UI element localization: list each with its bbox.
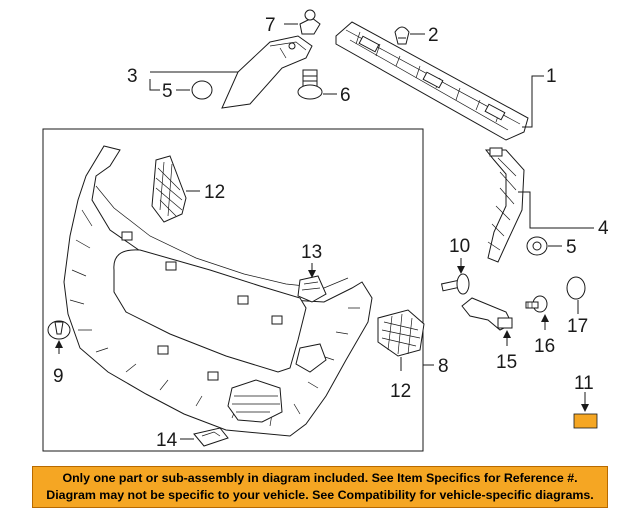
arrow-10 [457,266,465,274]
part-10-bolt [440,273,470,295]
part-4-side-trim-right [484,147,525,263]
callout-6: 6 [340,85,351,106]
callout-13: 13 [301,242,322,263]
callout-15: 15 [496,352,517,373]
part-12-grille-lower [377,309,425,357]
part-17-cap [566,276,586,300]
part-8-tailgate-trim-panel [63,145,373,437]
part-5-cap-upper [191,80,213,100]
callout-1: 1 [546,66,557,87]
assembly-8-outline-box [42,128,424,452]
notice-line-2: Diagram may not be specific to your vehi… [46,488,594,502]
part-2-clip [394,26,410,45]
parts-diagram: 1 2 3 4 5 5 6 7 8 9 10 11 12 12 13 14 15… [42,9,609,452]
arrow-13 [308,270,316,278]
part-11-highlight [573,413,598,429]
notice-banner: Only one part or sub-assembly in diagram… [32,466,608,508]
part-7-push-clip [299,9,321,35]
part-1-upper-trim [335,21,529,141]
part-5-grommet-lower [526,236,548,256]
callout-16: 16 [534,336,555,357]
notice-line-1: Only one part or sub-assembly in diagram… [62,471,578,485]
callout-14: 14 [156,430,178,451]
leader-line-4 [518,191,594,229]
callout-5-lower: 5 [566,237,577,258]
callout-11: 11 [574,373,594,394]
callout-5-upper: 5 [162,81,173,102]
part-6-bolt [297,69,323,100]
callout-3: 3 [127,66,138,87]
leader-line-3 [149,79,160,91]
part-15-handle [461,297,513,331]
callout-17: 17 [567,316,588,337]
arrow-11 [581,404,589,412]
arrow-15 [503,330,511,338]
callout-9: 9 [53,366,64,387]
part-16-screw [525,295,548,313]
leader-line-1 [522,75,544,128]
arrow-16 [541,314,549,322]
part-14-bracket [193,427,229,447]
arrow-9 [55,340,63,348]
part-13-bracket [297,275,327,303]
callout-10: 10 [449,236,470,257]
callout-7: 7 [265,15,276,36]
callout-8: 8 [438,356,449,377]
part-3-side-trim [221,35,313,109]
callout-2: 2 [428,25,439,46]
callout-12-lower: 12 [390,381,411,402]
callout-4: 4 [598,218,609,239]
part-9-clip [47,320,71,340]
part-12-grille-upper [151,155,187,223]
callout-12-upper: 12 [204,182,225,203]
